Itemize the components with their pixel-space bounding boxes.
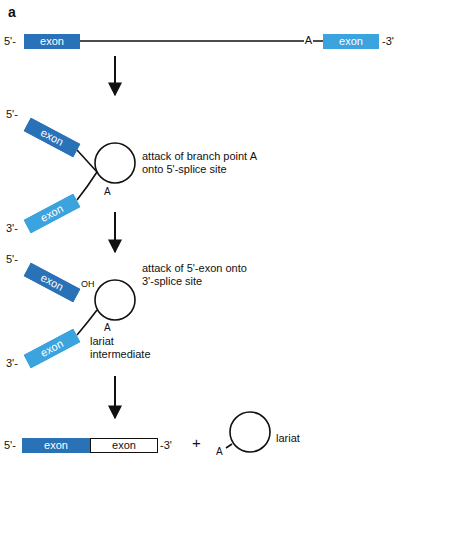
intron-strand [77, 172, 97, 200]
exon-label: exon [38, 271, 65, 294]
exon-box: exon [323, 34, 379, 49]
exon-label: exon [38, 202, 65, 225]
end-label: 3'- [6, 222, 18, 235]
step-arrow [114, 212, 116, 252]
exon-label: exon [44, 439, 68, 452]
plus-sign: + [192, 436, 201, 449]
lariat-loop [95, 280, 135, 320]
branch-point: A [216, 445, 223, 458]
exon-label: exon [38, 337, 65, 360]
exon-box: exon [90, 438, 158, 453]
end-label: 5'- [4, 35, 16, 48]
end-label: 5'- [6, 253, 18, 266]
lariat-tail [226, 444, 232, 448]
lariat-note: lariat intermediate [90, 335, 162, 361]
lariat-note: lariat [276, 432, 300, 445]
intron-line [80, 40, 323, 42]
step-note: attack of branch point A onto 5'-splice … [142, 150, 260, 176]
end-label: 3'- [6, 357, 18, 370]
step-arrow [114, 376, 116, 418]
exon-label: exon [339, 35, 363, 48]
step-note: attack of 5'-exon onto 3'-splice site [142, 262, 260, 288]
exon-box: exon [24, 34, 80, 49]
step-arrow [114, 56, 116, 95]
branch-point: A [304, 34, 313, 46]
exon-label: exon [38, 126, 65, 149]
branch-point: A [104, 321, 111, 334]
panel-letter: a [8, 6, 16, 19]
end-label: -3' [160, 439, 172, 452]
exon-box: exon [24, 328, 80, 368]
intron-strand [77, 150, 97, 172]
exon-box: exon [24, 117, 80, 157]
end-label: 5'- [4, 439, 16, 452]
exon-box: exon [24, 262, 80, 302]
intron-strand [77, 310, 97, 335]
branch-point: A [104, 185, 111, 198]
exon-box: exon [22, 438, 90, 453]
end-label: -3' [382, 35, 394, 48]
lariat-loop [230, 412, 270, 452]
intron-loop [95, 143, 135, 183]
exon-label: exon [112, 439, 136, 452]
exon-label: exon [40, 35, 64, 48]
end-label: 5'- [6, 108, 18, 121]
exon-box: exon [24, 193, 80, 233]
hydroxyl-label: OH [81, 278, 95, 291]
